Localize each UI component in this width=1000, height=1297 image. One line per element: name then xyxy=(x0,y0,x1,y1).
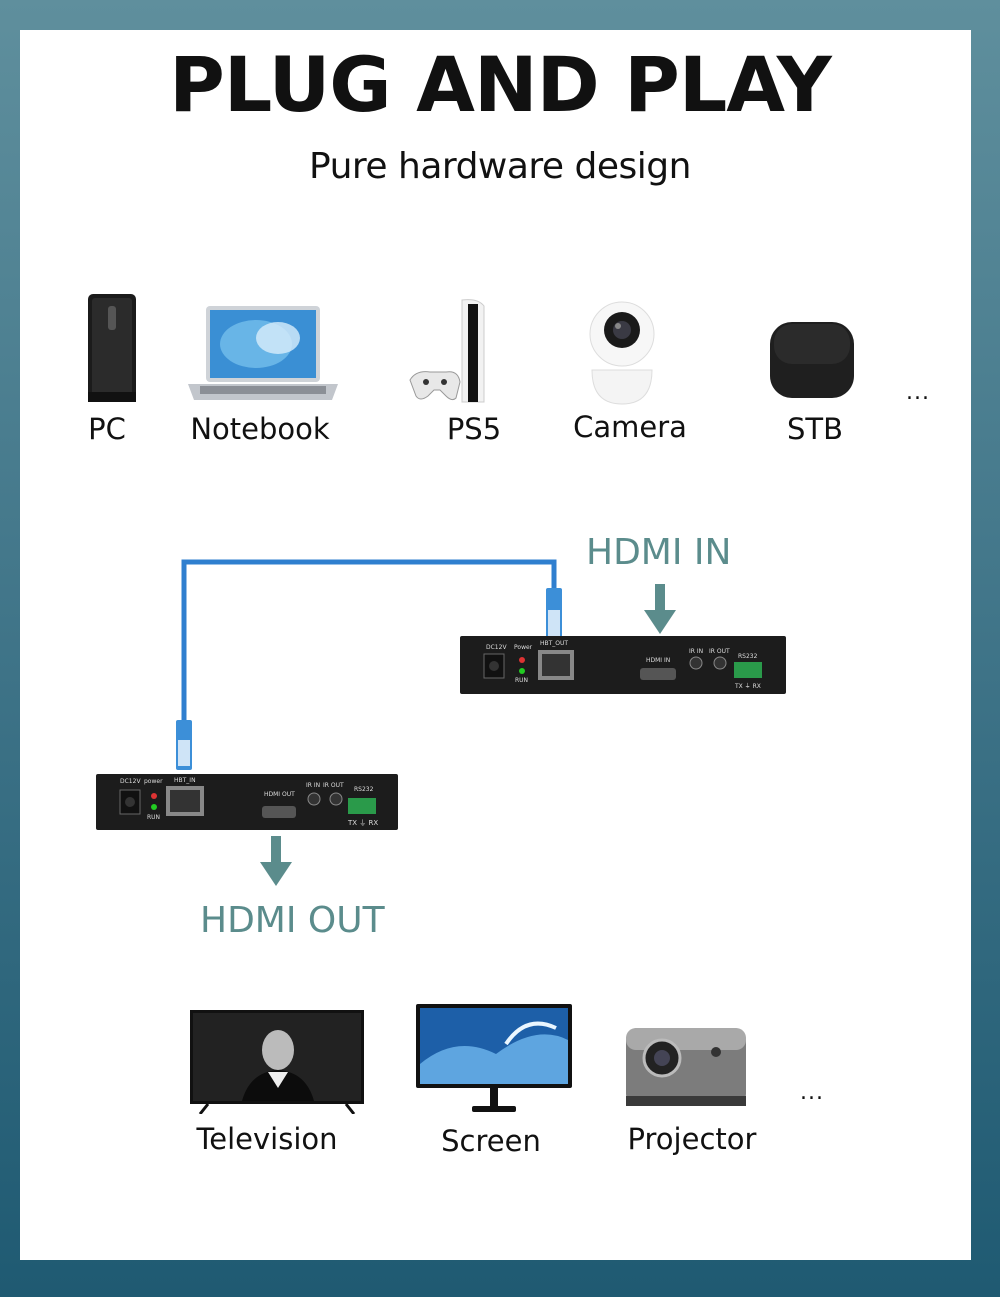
source-label-notebook: Notebook xyxy=(190,412,330,446)
tx-hdmi-label: HDMI IN xyxy=(646,657,671,664)
arrow-down-icon xyxy=(260,836,292,886)
game-console-icon xyxy=(409,299,485,403)
television-icon xyxy=(190,1010,364,1114)
display-label-television: Television xyxy=(196,1122,338,1156)
laptop-icon xyxy=(188,306,338,400)
security-camera-icon xyxy=(589,301,655,405)
transmitter-unit: DC12V Power RUN HBT_OUT HDMI IN IR IN IR… xyxy=(460,636,786,694)
tx-run-label: RUN xyxy=(515,677,529,684)
pc-tower-icon xyxy=(88,294,136,402)
rx-hdmi-label: HDMI OUT xyxy=(264,791,295,798)
tx-power-label: Power xyxy=(514,644,533,651)
source-label-ps5: PS5 xyxy=(446,412,502,446)
rx-irout-label: IR OUT xyxy=(323,782,344,789)
tx-irout-label: IR OUT xyxy=(709,648,730,655)
page-title: PLUG AND PLAY xyxy=(169,40,832,129)
source-label-camera: Camera xyxy=(573,410,687,444)
rx-port-label: HBT_IN xyxy=(174,777,196,784)
rx-rs232-label: RS232 xyxy=(354,786,374,793)
display-label-screen: Screen xyxy=(441,1124,541,1158)
tx-port-label: HBT_OUT xyxy=(540,640,569,647)
tx-dc-label: DC12V xyxy=(486,644,507,651)
rx-dc-label: DC12V xyxy=(120,778,141,785)
rx-run-label: RUN xyxy=(147,814,161,821)
rx-txrx-label: TX ⏚ RX xyxy=(348,819,379,827)
rx-power-label: power xyxy=(144,778,163,785)
displays-more: ... xyxy=(800,1080,824,1105)
tx-txrx-label: TX ⏚ RX xyxy=(735,683,761,690)
hdmi-in-label: HDMI IN xyxy=(586,532,732,573)
tx-rs232-label: RS232 xyxy=(738,653,758,660)
receiver-unit: DC12V power RUN HBT_IN HDMI OUT IR IN IR… xyxy=(96,774,398,830)
rx-irin-label: IR IN xyxy=(306,782,321,789)
page-subtitle: Pure hardware design xyxy=(309,146,691,187)
set-top-box-icon xyxy=(770,322,854,398)
arrow-down-icon xyxy=(644,584,676,634)
sources-more: ... xyxy=(906,380,930,405)
source-label-pc: PC xyxy=(88,412,126,446)
display-label-projector: Projector xyxy=(627,1122,757,1156)
projector-icon xyxy=(626,1028,746,1106)
hdmi-out-label: HDMI OUT xyxy=(200,900,385,941)
source-label-stb: STB xyxy=(786,412,844,446)
network-cable-icon xyxy=(176,559,562,770)
monitor-icon xyxy=(416,1004,572,1112)
tx-irin-label: IR IN xyxy=(689,648,704,655)
